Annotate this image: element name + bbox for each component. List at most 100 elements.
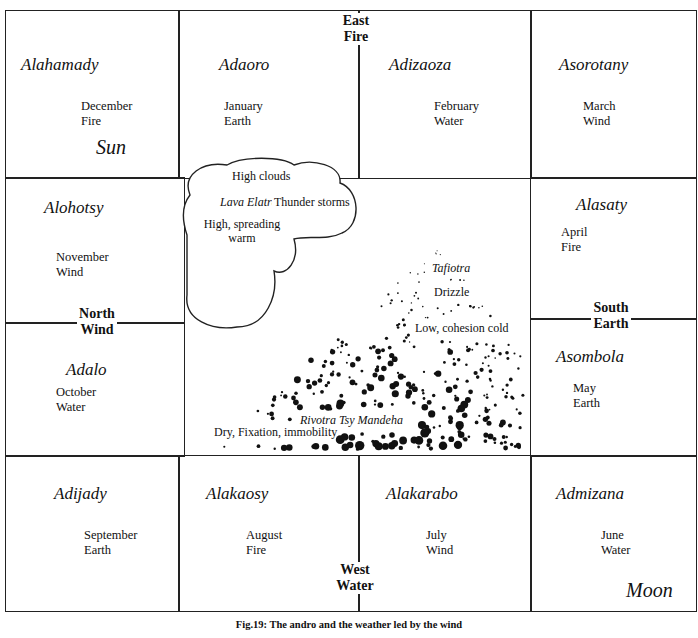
- rain-dot: [488, 433, 494, 439]
- rain-dot: [324, 360, 327, 363]
- rain-dot: [388, 346, 392, 350]
- rain-dot: [269, 412, 274, 417]
- rain-dot: [336, 372, 340, 376]
- rain-dot: [297, 404, 303, 410]
- rain-dot: [502, 389, 504, 391]
- rain-dot: [448, 348, 451, 351]
- rain-dot: [494, 404, 497, 407]
- month-element: August Fire: [246, 528, 282, 558]
- rain-dot: [465, 364, 468, 367]
- rain-dot: [488, 355, 490, 357]
- rain-dot: [391, 387, 393, 389]
- rain-dot: [330, 372, 334, 376]
- rain-dot: [489, 369, 493, 373]
- rain-dot: [392, 390, 399, 397]
- rain-dot: [518, 426, 521, 429]
- rain-dot: [475, 421, 479, 425]
- rain-dot: [466, 346, 468, 348]
- rain-dot: [376, 351, 378, 353]
- rain-dot: [371, 440, 374, 443]
- rain-dot: [397, 292, 399, 294]
- rain-dot: [387, 293, 389, 295]
- rain-dot: [311, 444, 316, 449]
- rain-dot: [509, 378, 513, 382]
- rain-dot: [492, 344, 495, 347]
- rain-dot: [476, 375, 480, 379]
- rain-dot: [468, 435, 471, 438]
- rain-dot: [457, 358, 460, 361]
- rain-dot: [466, 348, 470, 352]
- rain-dot: [325, 384, 328, 387]
- rain-dot: [360, 432, 364, 436]
- month-name: Adalo: [66, 360, 107, 380]
- rain-dot: [423, 371, 425, 373]
- rain-dot: [456, 421, 464, 429]
- rain-dot: [339, 394, 343, 398]
- rain-dot: [478, 307, 480, 309]
- rain-dot: [372, 345, 376, 349]
- rain-dot: [401, 300, 403, 302]
- rain-dot: [348, 434, 355, 441]
- month-cell: AlohotsyNovember Wind: [5, 177, 185, 324]
- rain-dot: [350, 379, 356, 385]
- rain-dot: [399, 437, 407, 445]
- rain-dot: [429, 446, 433, 450]
- weather-note: Drizzle: [432, 286, 471, 300]
- rain-dot: [484, 439, 488, 443]
- rain-dot: [415, 436, 424, 445]
- figure-caption: Fig.19: The andro and the weather led by…: [0, 619, 698, 630]
- month-cell: AlakaraboJuly Wind: [358, 455, 532, 612]
- celestial-label: Moon: [626, 578, 673, 602]
- rain-dot: [504, 441, 507, 444]
- cloud-text: Thunder storms: [272, 196, 352, 210]
- month-name: Alakarabo: [386, 484, 458, 504]
- rain-dot: [489, 409, 491, 411]
- rain-dot: [427, 317, 429, 319]
- compass-label: North Wind: [77, 306, 117, 338]
- month-cell: AdaoroJanuary Earth: [178, 10, 360, 179]
- rain-dot: [294, 392, 298, 396]
- rain-dot: [468, 389, 473, 394]
- month-element: October Water: [56, 385, 96, 415]
- rain-dot: [440, 340, 443, 343]
- rain-dot: [320, 374, 323, 377]
- rain-dot: [475, 342, 478, 345]
- rain-dot: [397, 282, 399, 284]
- rain-dot: [409, 341, 410, 342]
- rain-dot: [398, 373, 404, 379]
- rain-dot: [322, 444, 329, 451]
- rain-dot: [505, 351, 509, 355]
- rain-dot: [374, 403, 376, 405]
- rain-dot: [402, 318, 405, 321]
- rain-dot: [519, 355, 521, 357]
- rain-dot: [408, 312, 410, 314]
- rain-dot: [422, 392, 424, 394]
- rain-dot: [378, 375, 385, 382]
- rain-dot: [450, 279, 451, 280]
- rain-dot: [505, 383, 508, 386]
- rain-dot: [408, 391, 412, 395]
- rain-dot: [481, 305, 483, 307]
- rain-dot: [486, 416, 490, 420]
- rain-dot: [469, 305, 472, 308]
- month-element: November Wind: [56, 250, 109, 280]
- rain-dot: [463, 280, 465, 282]
- month-name: Adijady: [54, 484, 107, 504]
- rain-dot: [446, 387, 453, 394]
- month-name: Alahamady: [21, 55, 98, 75]
- month-name: Asorotany: [559, 55, 628, 75]
- month-element: April Fire: [561, 225, 587, 255]
- rain-dot: [473, 371, 477, 375]
- cloud-text: High, spreading warm: [196, 218, 288, 246]
- rain-dot: [436, 253, 437, 254]
- rain-dot: [306, 379, 310, 383]
- rain-dot: [286, 444, 293, 451]
- rain-dot: [502, 435, 506, 439]
- rain-dot: [388, 360, 394, 366]
- rain-dot: [514, 445, 517, 448]
- month-name: Alohotsy: [44, 198, 104, 218]
- rain-dot: [427, 400, 432, 405]
- rain-dot: [506, 357, 509, 360]
- rain-dot: [350, 362, 355, 367]
